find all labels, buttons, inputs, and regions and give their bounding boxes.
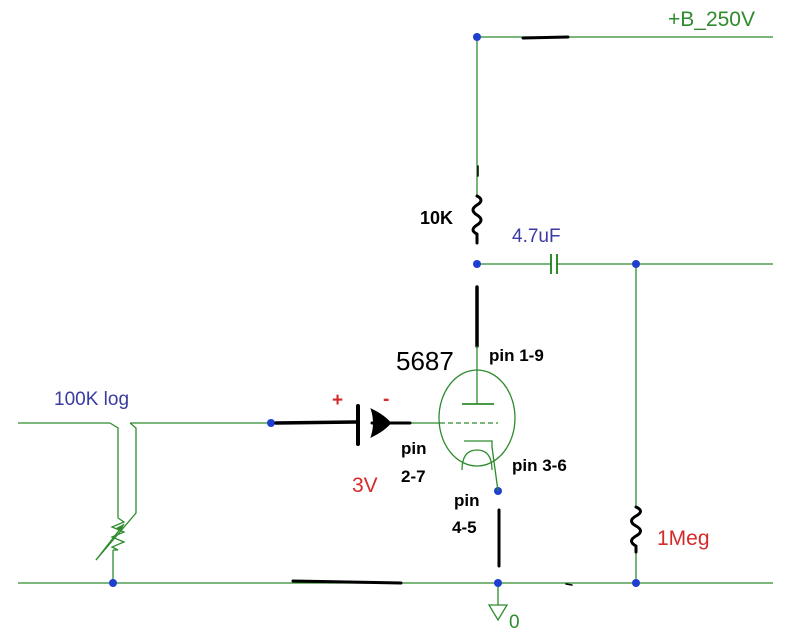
grid-pin-label-line1: pin	[401, 439, 427, 458]
coupling-capacitor	[550, 254, 558, 274]
pot-wiper-leg	[95, 422, 137, 561]
plate-pin-label: pin 1-9	[489, 346, 544, 365]
cathode-lead	[491, 446, 499, 492]
tube-type-label: 5687	[396, 346, 454, 376]
triode-5687	[438, 346, 516, 492]
heater-pin-label-line1: pin	[454, 491, 480, 510]
grid-pin-label-line2: 2-7	[401, 467, 426, 486]
node-pot-ground	[109, 579, 117, 587]
wires	[18, 36, 773, 605]
input-overdraw	[274, 420, 358, 425]
ink-overlays	[274, 35, 573, 586]
grid-leak-label: 1Meg	[657, 527, 710, 550]
battery-minus-label: -	[383, 389, 389, 410]
node-plate	[473, 260, 481, 268]
pot-left-wire	[109, 422, 119, 518]
grid-leak-resistor-1meg	[630, 505, 642, 554]
cathode-pin-label: pin 3-6	[512, 456, 567, 475]
node-supply	[473, 33, 481, 41]
ground-overdraw	[291, 579, 403, 585]
stray-mark	[565, 583, 573, 586]
plate-resistor-label: 10K	[420, 208, 453, 228]
ground-node-label: 0	[509, 612, 520, 633]
junction-nodes	[109, 33, 640, 587]
battery-plus-label: +	[332, 390, 343, 411]
supply-label: +B_250V	[668, 8, 755, 31]
coupling-cap-label: 4.7uF	[512, 226, 561, 247]
supply-overdraw	[521, 35, 570, 40]
node-output	[632, 260, 640, 268]
heater-filament	[461, 449, 493, 471]
node-tube-ground	[494, 579, 502, 587]
bias-battery	[356, 404, 392, 446]
heater-pin-label-line2: 4-5	[452, 518, 477, 537]
plate-resistor-10k	[471, 194, 483, 245]
pot-arrow-head	[116, 524, 124, 532]
node-gridleak-ground	[632, 579, 640, 587]
pot-label: 100K log	[54, 389, 129, 410]
cathode-electrode	[464, 440, 493, 447]
node-input-wiper	[267, 419, 275, 427]
ground-symbol	[487, 604, 509, 622]
pot-zigzag	[110, 517, 126, 551]
potentiometer-100k-log	[95, 517, 126, 561]
battery-short-plate	[370, 408, 392, 438]
battery-voltage-label: 3V	[352, 474, 378, 497]
